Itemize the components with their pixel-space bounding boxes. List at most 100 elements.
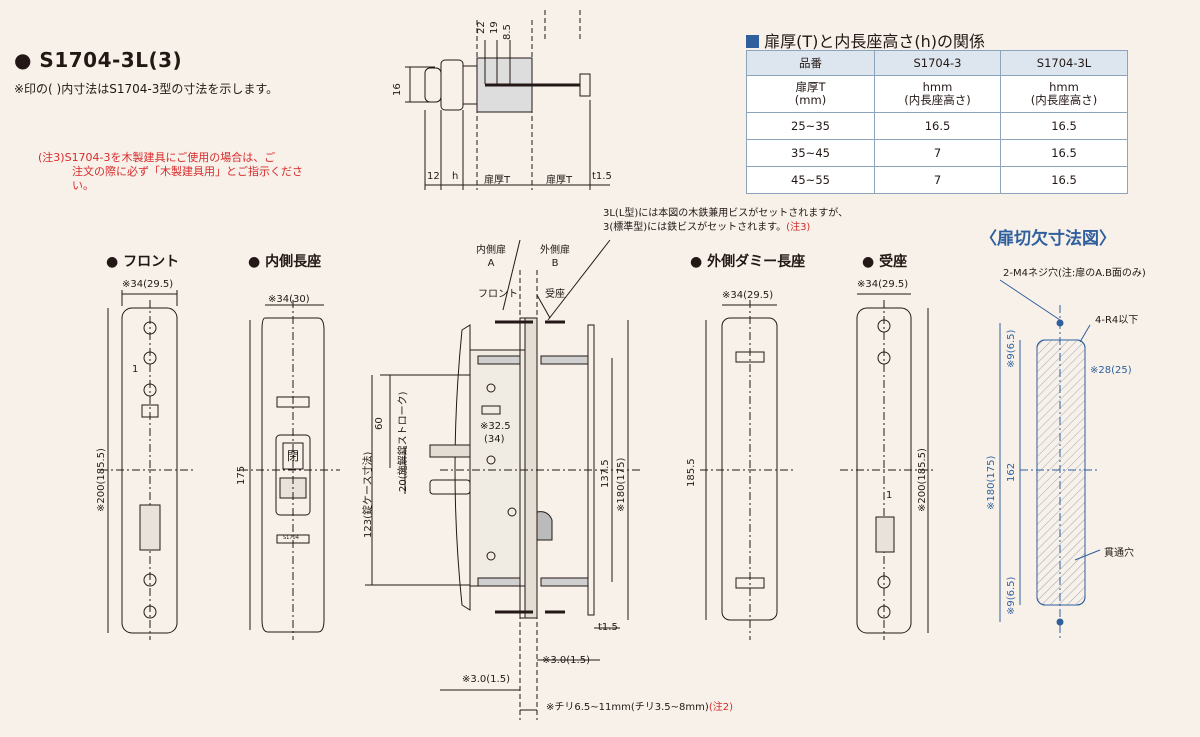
- through-bolt: [477, 355, 521, 365]
- dim-1375: 137.5: [600, 459, 611, 488]
- leader-line: [1074, 549, 1101, 561]
- outer-dummy-heading: ● 外側ダミー長座: [690, 254, 806, 270]
- section-view: [365, 239, 640, 720]
- lock-case: [469, 349, 526, 587]
- screw-hole-icon: [486, 455, 496, 465]
- lock-glyph: 閉: [287, 449, 300, 463]
- front-plate-drawing: [100, 290, 195, 640]
- lock-indicator: [282, 442, 304, 470]
- strike-heading-text: 受座: [879, 254, 908, 270]
- dim-20: 20(施解錠ストローク): [398, 391, 409, 492]
- front-1: 1: [132, 364, 139, 375]
- screw-note-line2: 3(標準型)には鉄ビスがセットされます。(注3): [603, 221, 848, 235]
- dim-30-b: ※3.0(1.5): [462, 674, 510, 685]
- screw-hole-icon: [877, 605, 891, 619]
- cutout-heading: 〈扉切欠寸法図〉: [980, 229, 1116, 249]
- through-bolt: [477, 577, 521, 587]
- dim-85: 8.5: [502, 24, 513, 40]
- front-heading: ● フロント: [106, 254, 180, 270]
- dim-180-side: ※180(175): [616, 457, 627, 512]
- h-cell: hmm (内長座高さ): [1000, 75, 1128, 113]
- table-cell: 16.5: [1000, 112, 1128, 140]
- cutout-drawing: [999, 279, 1101, 640]
- knob-shape: [424, 67, 442, 103]
- note3-line3: い。: [72, 179, 94, 192]
- through-bolt: [540, 577, 589, 587]
- inner-plate-heading-text: 内側長座: [265, 254, 322, 270]
- screw-hole-icon: [486, 383, 496, 393]
- screw-hole-icon: [143, 605, 157, 619]
- dim-16: 16: [392, 83, 403, 96]
- cutout-shape: [1036, 339, 1086, 606]
- model-title: ● S1704-3L(3): [14, 48, 182, 72]
- front-heading-text: フロント: [123, 254, 180, 270]
- turn-knob: [429, 479, 471, 495]
- leader-line: [1079, 324, 1091, 343]
- table-title: 扉厚(T)と内長座高さ(h)の関係: [746, 28, 985, 52]
- inner-door-label: 内側扉 A: [476, 244, 506, 270]
- screw-hole-icon: [143, 383, 157, 397]
- top-side-view: [405, 10, 610, 190]
- inner-plate-heading: ● 内側長座: [248, 254, 322, 270]
- screw-hole-icon: [507, 507, 517, 517]
- dim-door-t-a: 扉厚T: [484, 175, 511, 186]
- leader-line: [502, 239, 521, 311]
- dim-60: 60: [374, 417, 385, 430]
- knob-body: [429, 444, 471, 458]
- outer-dummy-drawing: [700, 300, 795, 640]
- inner-plate-profile: [454, 324, 471, 611]
- screw-hole-icon: [877, 575, 891, 589]
- screw-hole-icon: [143, 321, 157, 335]
- dim-t15-top: t1.5: [592, 171, 612, 182]
- leader-line: [999, 279, 1061, 321]
- screw-note-ref: (注3): [786, 222, 811, 233]
- latch-opening: [141, 404, 159, 418]
- dim-34: (34): [484, 434, 505, 445]
- inner-escutcheon: [440, 59, 464, 111]
- chiri-ref: (注2): [708, 702, 733, 713]
- h-cell: hmm (内長座高さ): [874, 75, 1001, 113]
- table-row: 35~45 7 16.5: [746, 139, 1128, 167]
- table-row: 扉厚T (mm) hmm (内長座高さ) hmm (内長座高さ): [746, 75, 1128, 113]
- r4-callout: 4-R4以下: [1095, 315, 1139, 326]
- outer-door-text: 外側扉: [540, 245, 570, 256]
- dim-12: 12: [427, 171, 440, 182]
- screw-hole-icon: [877, 319, 891, 333]
- screw-hole-icon: [143, 573, 157, 587]
- inner-door-letter: A: [487, 258, 495, 269]
- outer-door-label: 外側扉 B: [540, 244, 570, 270]
- screw-note: 3L(L型)には本図の木鉄兼用ビスがセットされますが、 3(標準型)には鉄ビスが…: [603, 207, 848, 235]
- dim-h: h: [452, 171, 459, 182]
- latch-slot: [481, 405, 501, 415]
- leader-line: [547, 239, 611, 321]
- cut-162: 162: [1006, 462, 1017, 482]
- row-header-line1: 扉厚T: [795, 80, 826, 94]
- strike-height: ※200(185.5): [917, 448, 928, 512]
- table-cell: 7: [874, 139, 1001, 167]
- h-line1: hmm: [1049, 80, 1079, 94]
- note3-line1: (注3)S1704-3を木製建具にご使用の場合は、ご: [38, 151, 276, 164]
- strike-callout: 受座: [545, 289, 565, 300]
- inner-plate-drawing: [240, 300, 340, 640]
- screw-hole-icon: [143, 351, 157, 365]
- table-cell: 25~35: [746, 112, 875, 140]
- m4-callout: 2-M4ネジ穴(注:扉のA.B面のみ): [1003, 268, 1146, 279]
- door-b-leaf: [524, 317, 538, 619]
- cut-9a: ※9(6.5): [1006, 329, 1017, 368]
- col-header-s17043l: S1704-3L: [1000, 50, 1128, 76]
- leader-line: [536, 294, 551, 319]
- h-line1: hmm: [922, 80, 953, 94]
- inner-height: 175: [236, 465, 247, 485]
- row-header-line2: (mm): [794, 93, 827, 107]
- front-plate-edge: [519, 317, 526, 619]
- table-cell: 7: [874, 166, 1001, 194]
- dummy-height: 185.5: [686, 458, 697, 487]
- front-height: ※200(185.5): [96, 448, 107, 512]
- relation-table: 品番 S1704-3 S1704-3L 扉厚T (mm) hmm (内長座高さ)…: [746, 50, 1128, 194]
- chiri-callout: ※チリ6.5~11mm(チリ3.5~8mm)(注2): [546, 698, 733, 713]
- note3: (注3)S1704-3を木製建具にご使用の場合は、ご 注文の際に必ず「木製建具用…: [38, 151, 303, 193]
- dummy-width: ※34(29.5): [722, 290, 774, 301]
- bolt-opening: [139, 504, 161, 551]
- table-title-text: 扉厚(T)と内長座高さ(h)の関係: [764, 32, 985, 51]
